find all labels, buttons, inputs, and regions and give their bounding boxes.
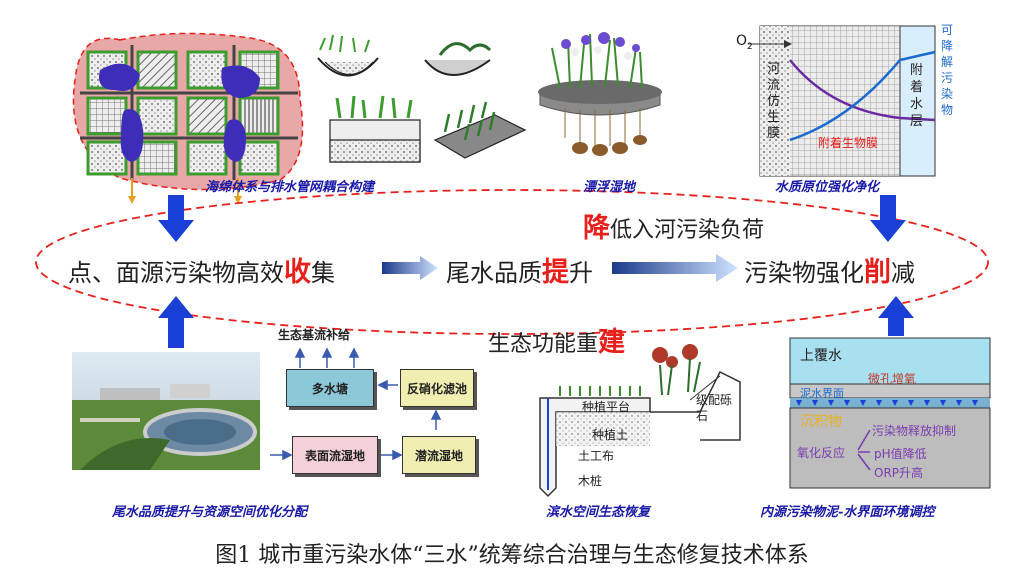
bioretention-sketches [317,34,527,163]
riparian-cross-section [539,344,741,498]
multi-pond-box: 多水塘 [286,369,374,407]
biofilm-far-right-label: 可降解污染物 [941,23,954,117]
oxidation-label: 氧化反应 [797,446,846,460]
sediment-panel [789,337,991,489]
caption-water-quality: 水质原位强化净化 [775,180,880,195]
eco-rebuild-label: 生态功能重建 [488,327,626,358]
riparian-gravel-label: 级配砾石 [696,393,733,423]
caption-floating-wetland: 漂浮湿地 [583,180,636,195]
ph-label: pH值降低 [874,447,927,461]
biofilm-center-label: 附着生物膜 [818,136,879,150]
step-improvement: 尾水品质提升 [446,257,593,288]
caption-sediment: 内源污染物泥-水界面环境调控 [760,505,935,520]
sediment-label: 沉积物 [800,414,842,430]
interface-label: 泥水界面 [800,387,844,400]
biofilm-panel [748,25,936,177]
surface-wetland-box: 表面流湿地 [292,436,378,474]
eco-flow-label: 生态基流补给 [278,328,351,342]
riparian-platform-label: 种植平台 [582,400,631,414]
overlying-water-label: 上覆水 [800,348,842,364]
biofilm-left-label: 河流仿生膜 [767,62,781,141]
orp-label: ORP升高 [874,466,924,480]
reduce-load-label: 降低入河污染负荷 [583,213,765,244]
subsurface-wetland-box: 潜流湿地 [402,436,476,474]
riparian-soil-label: 种植土 [592,428,629,442]
riparian-pile-label: 木桩 [578,474,603,488]
sponge-city-illustration [72,32,304,204]
central-dashed-ellipse [35,189,989,335]
caption-sponge-city: 海绵体系与排水管网耦合构建 [205,180,375,195]
step-collection: 点、面源污染物高效收集 [68,257,335,288]
micro-oxygen-label: 微孔增氧 [868,372,917,386]
biofilm-right-label: 附着水层 [910,63,924,129]
denitrify-box: 反硝化滤池 [400,369,474,407]
o2-label: O2 [736,33,753,52]
vertical-arrows [158,195,914,348]
floating-wetland-illustration [538,32,662,156]
riparian-geotextile-label: 土工布 [578,449,615,463]
caption-tailwater: 尾水品质提升与资源空间优化分配 [112,505,308,520]
release-inhibit-label: 污染物释放抑制 [872,424,957,438]
figure-caption: 图1 城市重污染水体“三水”统筹综合治理与生态修复技术体系 [215,543,809,568]
flow-connectors [270,347,442,461]
tailwater-plant-photo [72,352,260,470]
caption-riparian: 滨水空间生态恢复 [546,505,651,520]
step-reduction: 污染物强化削减 [744,257,915,288]
horizontal-arrows [382,254,738,282]
